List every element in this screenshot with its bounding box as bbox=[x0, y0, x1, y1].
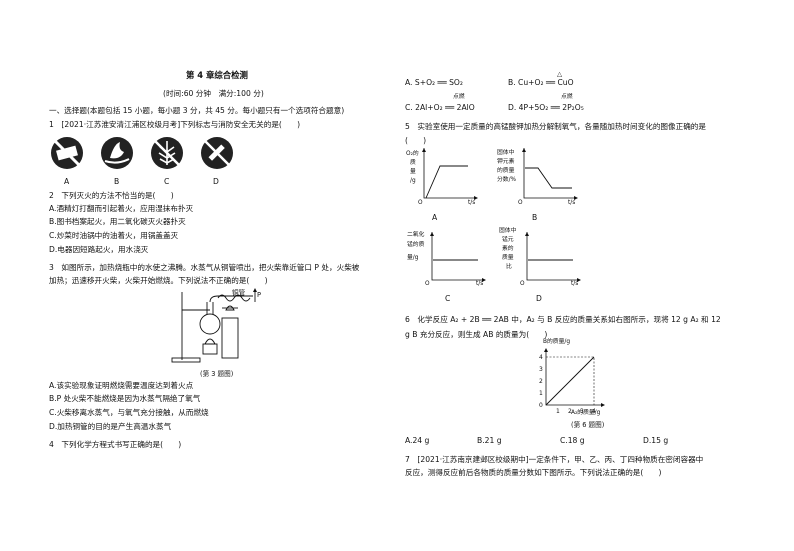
q5b-ylabel-2: 钾元素 bbox=[497, 159, 515, 165]
q6-xtick: 4 bbox=[592, 408, 596, 415]
q5a-curve bbox=[425, 165, 468, 199]
q4-stem: 4 下列化学方程式书写正确的是( ) bbox=[49, 440, 182, 449]
q5d-label: D bbox=[536, 294, 542, 303]
q3-option-b: B.P 处火柴不能燃烧是因为水蒸气隔绝了氧气 bbox=[49, 394, 201, 403]
q5c-ylabel-2: 锰的质 bbox=[407, 242, 425, 248]
q4-option-a: A. S+O₂ ══ SO₂ bbox=[405, 78, 463, 87]
q1-label-d: D bbox=[213, 177, 219, 186]
q5d-ylabel-4: 质量 bbox=[502, 255, 514, 261]
q2-option-a: A.酒精灯打翻而引起着火，应用湿抹布扑灭 bbox=[49, 204, 194, 213]
q5b-ylabel-3: 的质量 bbox=[497, 168, 515, 174]
q7-stem-line1: 7 [2021·江苏南京建邺区校级期中]一定条件下，甲、乙、丙、丁四种物质在密闭… bbox=[405, 455, 704, 464]
q6-option-d: D.15 g bbox=[643, 436, 669, 445]
q5d-ylabel-2: 锰元 bbox=[502, 237, 514, 243]
exam-info: (时间:60 分钟 满分:100 分) bbox=[163, 89, 264, 98]
q1-label-c: C bbox=[164, 177, 170, 186]
q6-stem-line2: g B 充分反应，则生成 AB 的质量为( ) bbox=[405, 330, 548, 339]
q3-stem-line1: 3 如图所示，加热烧瓶中的水使之沸腾。水蒸气从铜管喷出，把火柴靠近管口 P 处，… bbox=[49, 263, 360, 272]
q2-option-d: D.电器因短路起火，用水浇灭 bbox=[49, 245, 149, 254]
q5-stem-line1: 5 实验室使用一定质量的高锰酸钾加热分解制氧气，各量随加热时间变化的图像正确的是 bbox=[405, 122, 706, 131]
q6-y-arrow bbox=[544, 348, 548, 352]
q6-guide bbox=[546, 356, 595, 405]
q6-xtick: 2 bbox=[568, 408, 572, 415]
q6-ytick: 0 bbox=[539, 402, 543, 409]
q1-label-b: B bbox=[114, 177, 120, 186]
q5c-ylabel-3: 量/g bbox=[407, 255, 419, 261]
q6-ytick: 3 bbox=[539, 366, 543, 373]
cond-ignite-c: 点燃 bbox=[453, 94, 465, 100]
q6-xtick: 3 bbox=[580, 408, 584, 415]
q5b-label: B bbox=[532, 213, 538, 222]
q6-option-a: A.24 g bbox=[405, 436, 430, 445]
q5a-ylabel-4: /g bbox=[410, 178, 416, 184]
q5b-ylabel-1: 固体中 bbox=[497, 150, 515, 156]
cond-ignite-d: 点燃 bbox=[561, 94, 573, 100]
q5a-origin: O bbox=[418, 200, 423, 206]
q6-line bbox=[545, 356, 595, 406]
copper-tube-label: 铜管 bbox=[232, 289, 246, 297]
q4-option-c: C. 2Al+O₂ ══ 2AlO bbox=[405, 103, 475, 112]
q6-figure-caption: (第 6 题图) bbox=[571, 421, 605, 429]
q1-label-a: A bbox=[64, 177, 70, 186]
q5c-ylabel-1: 二氧化 bbox=[407, 232, 425, 238]
q5d-xlabel: t/s bbox=[571, 281, 579, 287]
q1-stem: 1 [2021·江苏淮安清江浦区校级月考]下列标志与消防安全无关的是( ) bbox=[49, 120, 301, 129]
point-p-label: P bbox=[257, 291, 261, 299]
q4-option-d: D. 4P+5O₂ ══ 2P₂O₅ bbox=[508, 103, 584, 112]
q6-ytick: 2 bbox=[539, 378, 543, 385]
q6-ylabel: B的质量/g bbox=[543, 339, 571, 345]
q5b-curve bbox=[525, 167, 572, 189]
sign-b-icon bbox=[101, 137, 133, 169]
q6-plot: 4 3 2 1 0 1 2 3 4 bbox=[539, 348, 605, 415]
q2-stem: 2 下列灭火的方法不恰当的是( ) bbox=[49, 191, 174, 200]
q6-ytick: 1 bbox=[539, 390, 543, 397]
q6-x-arrow bbox=[601, 403, 605, 407]
q3-option-c: C.火柴移离水蒸气，与氧气充分接触，从而燃烧 bbox=[49, 408, 209, 417]
q5d-ylabel-1: 固体中 bbox=[499, 228, 517, 234]
page-title: 第 4 章综合检测 bbox=[186, 70, 248, 80]
q5-stem-line2: ( ) bbox=[405, 136, 427, 145]
q6-stem-line1: 6 化学反应 A₂ + 2B ══ 2AB 中，A₂ 与 B 反应的质量关系如右… bbox=[405, 315, 721, 324]
q3-option-a: A.该实验现象证明燃烧需要温度达到着火点 bbox=[49, 381, 194, 390]
q3-stem-line2: 加热；迅速移开火柴，火柴开始燃烧。下列说法不正确的是( ) bbox=[49, 276, 268, 285]
q5a-label: A bbox=[432, 213, 438, 222]
sign-c-icon bbox=[151, 137, 183, 169]
q5c-xlabel: t/s bbox=[476, 281, 484, 287]
q6-option-b: B.21 g bbox=[477, 436, 502, 445]
q5c-label: C bbox=[445, 294, 451, 303]
q2-option-c: C.炒菜时油锅中的油着火，用锅盖盖灭 bbox=[49, 231, 179, 240]
sign-d-icon bbox=[201, 137, 233, 169]
q6-xlabel: A₂的质量/g bbox=[571, 410, 601, 416]
q2-option-b: B.图书档案起火，用二氧化碳灭火器扑灭 bbox=[49, 217, 186, 226]
q5d-ylabel-5: 比 bbox=[506, 264, 512, 270]
q5c-origin: O bbox=[425, 281, 430, 287]
q3-apparatus-figure bbox=[171, 288, 257, 363]
q3-option-d: D.加热铜管的目的是产生高温水蒸气 bbox=[49, 422, 172, 431]
q1-signs bbox=[51, 137, 233, 169]
q5a-ylabel-3: 量 bbox=[410, 169, 416, 175]
q4-option-b: B. Cu+O₂ ══ CuO bbox=[508, 78, 574, 87]
cond-heat: △ bbox=[557, 70, 563, 78]
q5b-origin: O bbox=[518, 200, 523, 206]
section-heading: 一、选择题(本题包括 15 小题，每小题 3 分，共 45 分。每小题只有一个选… bbox=[49, 106, 345, 115]
q5a-xlabel: t/s bbox=[468, 200, 476, 206]
q5a-ylabel-2: 质 bbox=[410, 160, 416, 166]
q5d-origin: O bbox=[520, 281, 525, 287]
q6-ytick: 4 bbox=[539, 354, 543, 361]
q5b-ylabel-4: 分数/% bbox=[497, 177, 517, 183]
q6-xtick: 1 bbox=[556, 408, 560, 415]
q6-option-c: C.18 g bbox=[560, 436, 585, 445]
q5d-ylabel-3: 素的 bbox=[502, 246, 514, 252]
q7-stem-line2: 反应，测得反应前后各物质的质量分数如下图所示。下列说法正确的是( ) bbox=[405, 468, 662, 477]
q5b-xlabel: t/s bbox=[568, 200, 576, 206]
q5a-ylabel-1: O₂的 bbox=[406, 151, 419, 157]
q3-figure-caption: (第 3 题图) bbox=[200, 370, 234, 378]
sign-a-icon bbox=[51, 137, 83, 169]
